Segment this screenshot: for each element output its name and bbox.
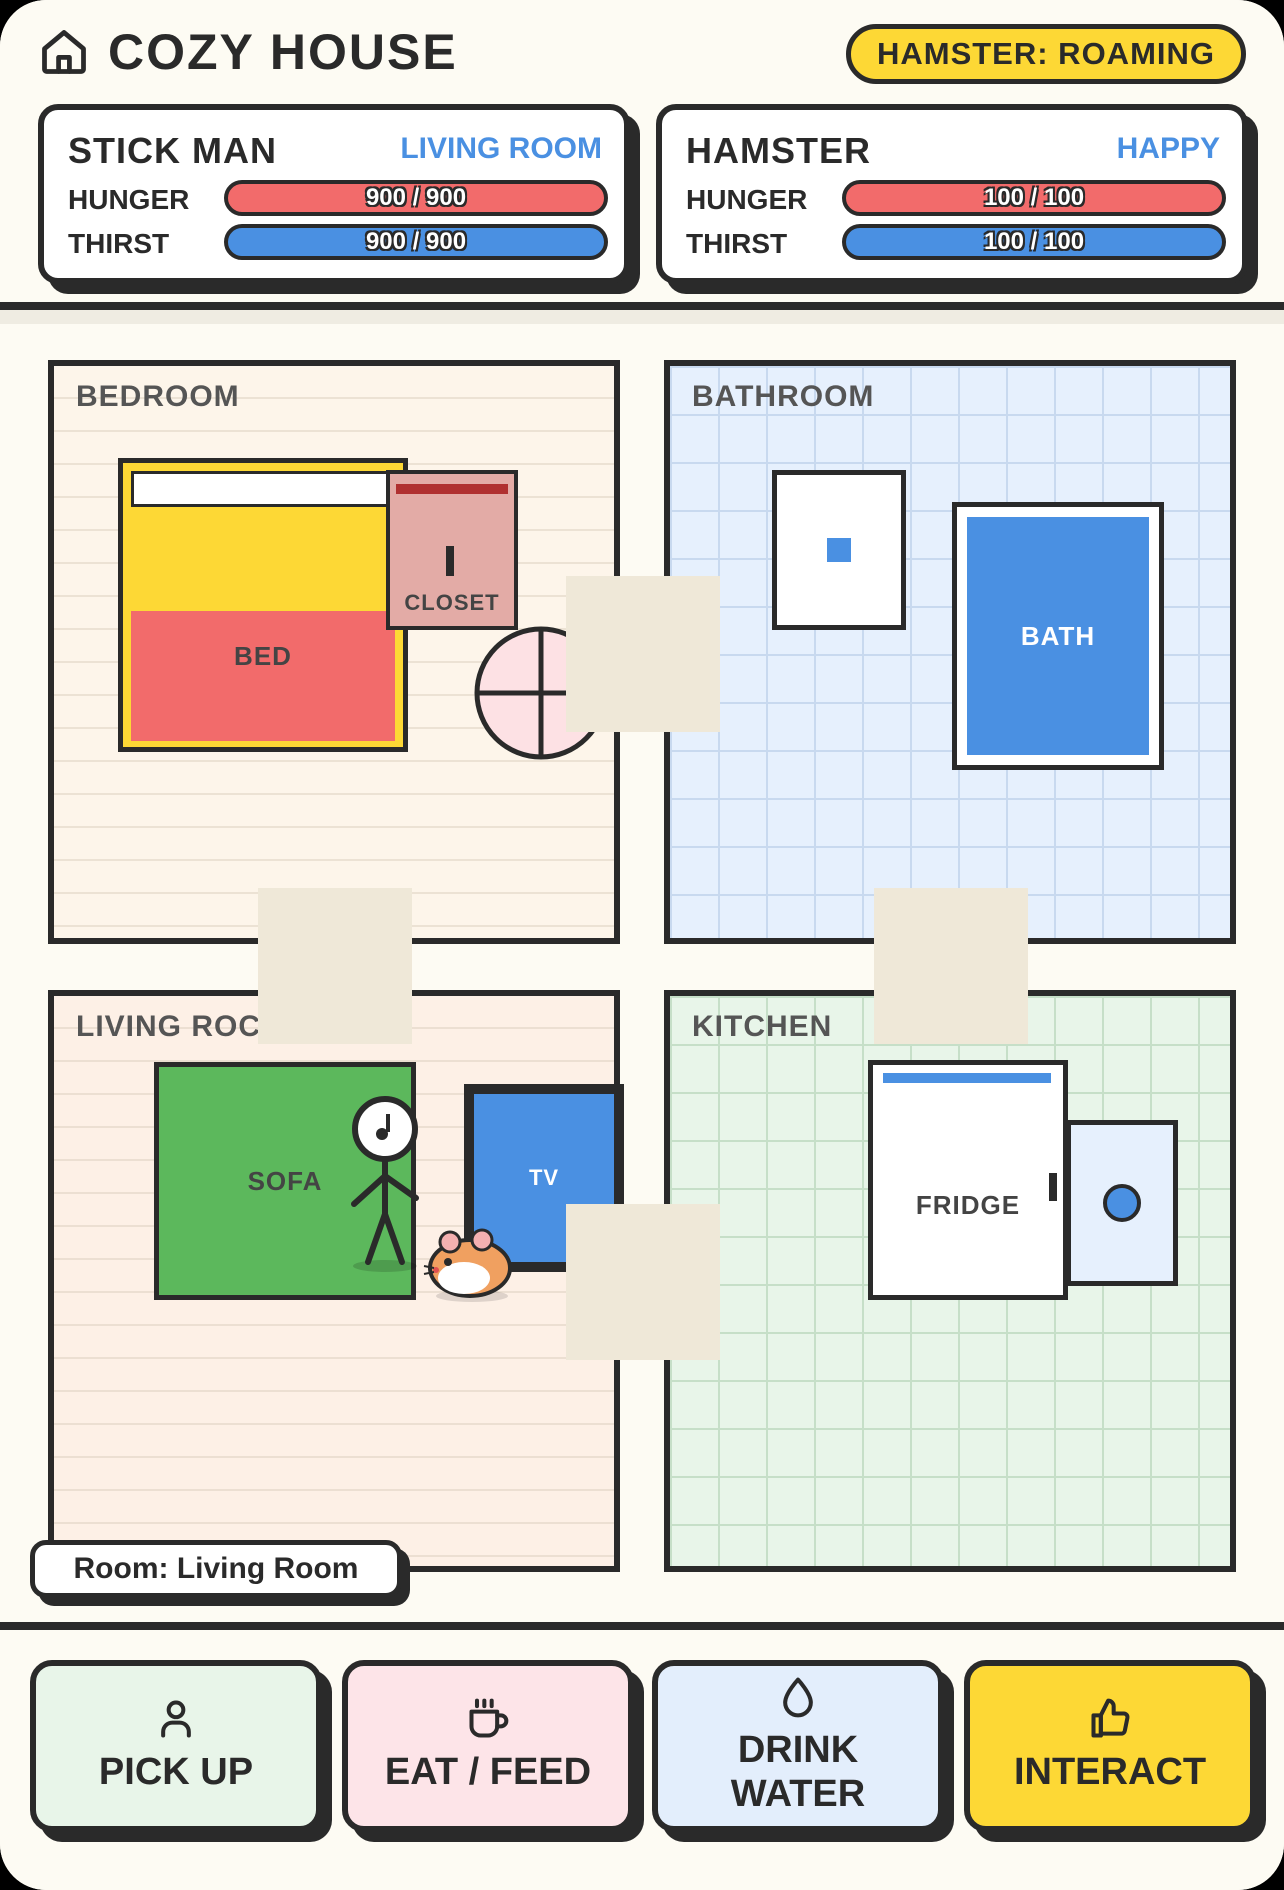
bed[interactable]: BED [118, 458, 408, 752]
doorway-living-kitchen [566, 1204, 720, 1360]
room-living-room[interactable]: LIVING ROC SOFA TV [48, 990, 624, 1572]
eat-feed-label: EAT / FEED [384, 1751, 592, 1794]
kitchen-label: KITCHEN [692, 1010, 833, 1043]
hamster-hunger-bar: 100 / 100 [842, 180, 1226, 216]
room-bedroom[interactable]: BEDROOM BED CLOSET [48, 360, 620, 944]
hamster-thirst-label: THIRST [686, 228, 788, 259]
bathroom-label: BATHROOM [692, 380, 875, 413]
home-icon [42, 30, 86, 74]
pick-up-label: PICK UP [98, 1751, 254, 1794]
sofa-label: SOFA [247, 1165, 323, 1196]
hamster-mood: HAPPY [1116, 132, 1220, 165]
bed-pillow [131, 471, 395, 507]
bedroom-label: BEDROOM [76, 380, 240, 413]
interact-label: INTERACT [1013, 1751, 1207, 1794]
header-divider [0, 302, 1284, 310]
sink-drain [827, 538, 851, 562]
stickman-hunger-label: HUNGER [68, 184, 190, 215]
closet[interactable]: CLOSET [386, 470, 518, 630]
hamster-card: HAMSTER HAPPY HUNGER 100 / 100 THIRST 10… [656, 104, 1248, 284]
stickman-hunger-bar: 900 / 900 [224, 180, 608, 216]
thumbs-up-icon [1091, 1698, 1130, 1738]
eat-feed-button[interactable]: EAT / FEED [342, 1660, 634, 1832]
house-map[interactable]: BEDROOM BED CLOSET BATHRO [0, 324, 1284, 1624]
pick-up-button[interactable]: PICK UP [30, 1660, 322, 1832]
stickman-name: STICK MAN [68, 130, 277, 171]
bath-water: BATH [967, 517, 1149, 755]
sink[interactable] [772, 470, 906, 630]
closet-rail [396, 484, 508, 494]
bath-label: BATH [1020, 620, 1096, 651]
person-icon [161, 1700, 191, 1738]
closet-handle [446, 546, 454, 576]
closet-label: CLOSET [404, 590, 500, 615]
current-room-label: Room: Living Room [30, 1540, 402, 1598]
hamster-status-badge: HAMSTER: ROAMING [846, 24, 1246, 84]
header: COZY HOUSE HAMSTER: ROAMING STICK MAN LI… [0, 0, 1284, 310]
bed-label: BED [234, 640, 292, 671]
water-drop-icon [783, 1677, 813, 1718]
doorway-bedroom-bathroom [566, 576, 720, 732]
action-bar: PICK UP EAT / FEED DRINK WATER INTERACT [0, 1630, 1284, 1890]
drink-water-label-line1: DRINK [737, 1729, 859, 1772]
water-dispenser[interactable] [1066, 1120, 1178, 1286]
hamster-character[interactable] [420, 1224, 520, 1304]
tv-label: TV [528, 1165, 560, 1190]
drink-water-button[interactable]: DRINK WATER [652, 1660, 944, 1832]
app-title-group: COZY HOUSE [38, 24, 458, 80]
living-room-label: LIVING ROC [76, 1010, 262, 1043]
room-bathroom[interactable]: BATHROOM BATH [664, 360, 1236, 944]
fridge-handle [1049, 1173, 1057, 1201]
fridge[interactable]: FRIDGE [868, 1060, 1068, 1300]
hamster-thirst-bar: 100 / 100 [842, 224, 1226, 260]
stickman-thirst-label: THIRST [68, 228, 170, 259]
stickman-thirst-bar: 900 / 900 [224, 224, 608, 260]
doorway-bedroom-living [258, 888, 412, 1044]
actions-divider [0, 1622, 1284, 1630]
interact-button[interactable]: INTERACT [964, 1660, 1256, 1832]
coffee-cup-icon [469, 1698, 509, 1738]
app-title: COZY HOUSE [108, 24, 458, 80]
room-kitchen[interactable]: KITCHEN FRIDGE [664, 990, 1236, 1572]
stickman-location: LIVING ROOM [400, 132, 602, 165]
fridge-label: FRIDGE [915, 1189, 1021, 1220]
stick-man-character[interactable] [340, 1094, 430, 1272]
bed-blanket: BED [131, 611, 395, 741]
header-shadow-strip [0, 310, 1284, 324]
doorway-bathroom-kitchen [874, 888, 1028, 1044]
hamster-hunger-label: HUNGER [686, 184, 808, 215]
stickman-card: STICK MAN LIVING ROOM HUNGER 900 / 900 T… [38, 104, 630, 284]
bathtub[interactable]: BATH [952, 502, 1164, 770]
water-button[interactable] [1103, 1184, 1141, 1222]
fridge-top-strip [883, 1073, 1051, 1083]
sofa[interactable]: SOFA [154, 1062, 416, 1300]
hamster-name: HAMSTER [686, 130, 871, 171]
drink-water-label-line2: WATER [730, 1773, 866, 1815]
